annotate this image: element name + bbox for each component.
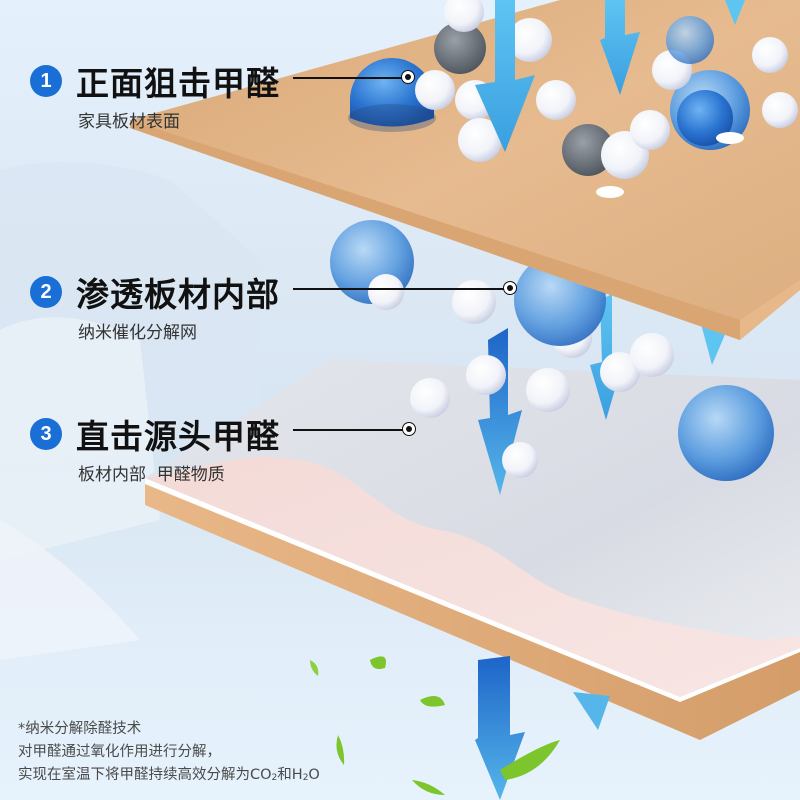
- callout-1: 1 正面狙击甲醛 家具板材表面: [30, 57, 280, 132]
- callout-subtitle: 家具板材表面: [78, 112, 180, 132]
- footnote-line-1: 对甲醛通过氧化作用进行分解，: [18, 744, 221, 760]
- leader-line: [293, 288, 505, 290]
- target-dot-icon: [402, 422, 416, 436]
- callout-3: 3 直击源头甲醛 板材内部 甲醛物质: [30, 410, 280, 485]
- callout-subtitle: 板材内部 甲醛物质: [78, 465, 225, 485]
- step-number-badge: 2: [30, 276, 62, 308]
- leader-line: [293, 429, 403, 431]
- callout-title: 渗透板材内部: [76, 275, 280, 314]
- callout-title: 直击源头甲醛: [76, 417, 280, 456]
- target-dot-icon: [401, 70, 415, 84]
- leader-line: [293, 77, 403, 79]
- step-number-badge: 3: [30, 418, 62, 450]
- target-dot-icon: [503, 281, 517, 295]
- technology-footnote: *纳米分解除醛技术 对甲醛通过氧化作用进行分解， 实现在室温下将甲醛持续高效分解…: [18, 718, 320, 790]
- footnote-heading: *纳米分解除醛技术: [18, 721, 142, 737]
- callout-2: 2 渗透板材内部 纳米催化分解网: [30, 268, 280, 343]
- footnote-line-2: 实现在室温下将甲醛持续高效分解为CO2和H2O: [18, 767, 320, 783]
- callout-title: 正面狙击甲醛: [76, 64, 280, 103]
- step-number-badge: 1: [30, 65, 62, 97]
- callout-subtitle: 纳米催化分解网: [78, 323, 197, 343]
